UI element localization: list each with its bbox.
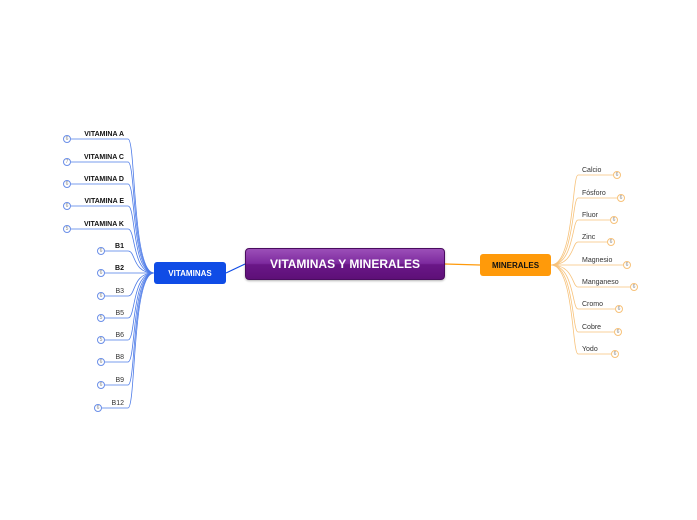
connector-central-minerales — [444, 263, 481, 266]
leaf-vitaminas-7[interactable]: B3 — [115, 288, 124, 295]
branch-minerales[interactable]: MINERALES — [480, 254, 551, 276]
link-vitaminas-8 — [127, 272, 155, 319]
central-topic[interactable]: VITAMINAS Y MINERALES — [245, 248, 445, 280]
leaf-vitaminas-3[interactable]: VITAMINA E — [84, 198, 124, 205]
expand-toggle-icon[interactable]: 6 — [63, 202, 71, 210]
branch-vitaminas[interactable]: VITAMINAS — [154, 262, 226, 284]
expand-toggle-icon[interactable]: 7 — [63, 158, 71, 166]
leaf-vitaminas-2[interactable]: VITAMINA D — [83, 176, 124, 183]
expand-toggle-icon[interactable]: 6 — [615, 305, 623, 313]
leaf-minerales-7[interactable]: Cobre — [582, 324, 602, 331]
expand-toggle-icon[interactable]: 6 — [97, 381, 105, 389]
link-minerales-6 — [550, 264, 579, 310]
leaf-minerales-3[interactable]: Zinc — [582, 234, 596, 241]
link-vitaminas-3 — [127, 205, 155, 274]
expand-toggle-icon[interactable]: 6 — [623, 261, 631, 269]
link-vitaminas-9 — [127, 272, 155, 341]
link-minerales-2 — [550, 219, 579, 266]
expand-toggle-icon[interactable]: 6 — [63, 180, 71, 188]
expand-toggle-icon[interactable]: 6 — [617, 194, 625, 202]
expand-toggle-icon[interactable]: 6 — [97, 247, 105, 255]
expand-toggle-icon[interactable]: 6 — [97, 292, 105, 300]
leaf-vitaminas-5[interactable]: B1 — [115, 243, 124, 250]
connector-central-vitaminas — [225, 263, 246, 274]
leaf-minerales-8[interactable]: Yodo — [582, 346, 598, 353]
expand-toggle-icon[interactable]: 6 — [94, 404, 102, 412]
expand-toggle-icon[interactable]: 6 — [63, 135, 71, 143]
leaf-minerales-0[interactable]: Calcio — [582, 167, 602, 174]
link-vitaminas-4 — [127, 228, 155, 274]
leaf-vitaminas-10[interactable]: B8 — [115, 354, 124, 361]
leaf-minerales-5[interactable]: Manganeso — [582, 279, 619, 286]
leaf-minerales-4[interactable]: Magnesio — [582, 257, 613, 264]
leaf-minerales-1[interactable]: Fósforo — [582, 190, 606, 197]
link-vitaminas-12 — [127, 272, 155, 409]
expand-toggle-icon[interactable]: 5 — [97, 336, 105, 344]
leaf-vitaminas-11[interactable]: B9 — [115, 377, 124, 384]
expand-toggle-icon[interactable]: 6 — [610, 216, 618, 224]
expand-toggle-icon[interactable]: 6 — [607, 238, 615, 246]
leaf-vitaminas-6[interactable]: B2 — [115, 265, 124, 272]
leaf-vitaminas-12[interactable]: B12 — [111, 400, 124, 407]
leaf-minerales-2[interactable]: Fluor — [582, 212, 598, 219]
leaf-vitaminas-8[interactable]: B5 — [115, 310, 124, 317]
expand-toggle-icon[interactable]: 6 — [614, 328, 622, 336]
leaf-vitaminas-1[interactable]: VITAMINA C — [83, 154, 124, 161]
leaf-minerales-6[interactable]: Cromo — [582, 301, 604, 308]
expand-toggle-icon[interactable]: 6 — [613, 171, 621, 179]
link-minerales-3 — [550, 241, 579, 266]
link-vitaminas-1 — [127, 161, 155, 274]
expand-toggle-icon[interactable]: 5 — [97, 314, 105, 322]
link-minerales-1 — [550, 197, 579, 266]
link-minerales-0 — [550, 174, 579, 266]
link-vitaminas-5 — [127, 250, 155, 274]
link-minerales-8 — [550, 264, 579, 355]
leaf-vitaminas-9[interactable]: B6 — [115, 332, 124, 339]
link-vitaminas-2 — [127, 183, 155, 274]
expand-toggle-icon[interactable]: 6 — [630, 283, 638, 291]
expand-toggle-icon[interactable]: 5 — [63, 225, 71, 233]
expand-toggle-icon[interactable]: 6 — [97, 269, 105, 277]
link-vitaminas-0 — [127, 138, 155, 274]
leaf-vitaminas-4[interactable]: VITAMINA K — [83, 221, 124, 228]
expand-toggle-icon[interactable]: 6 — [611, 350, 619, 358]
link-minerales-7 — [550, 264, 579, 333]
leaf-vitaminas-0[interactable]: VITAMINA A — [84, 131, 124, 138]
expand-toggle-icon[interactable]: 6 — [97, 358, 105, 366]
